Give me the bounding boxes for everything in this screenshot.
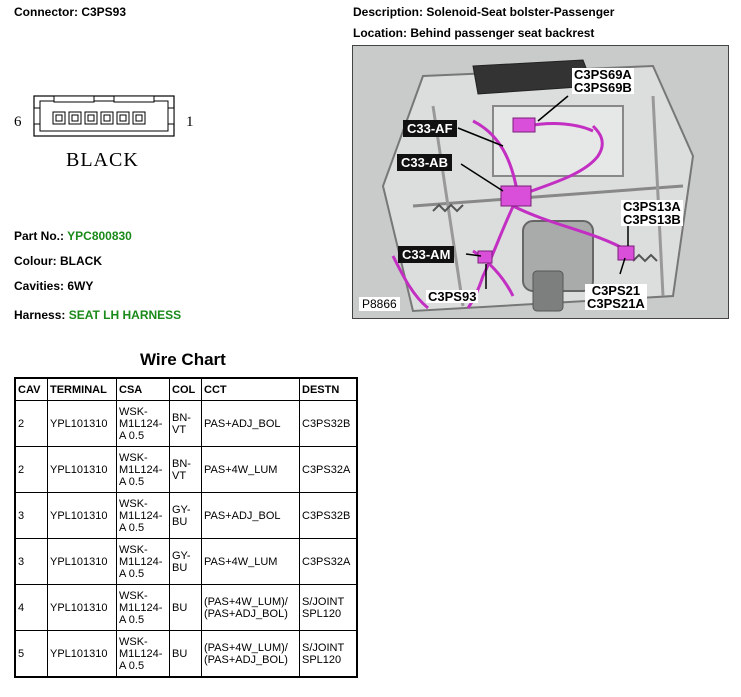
cell-destn: C3PS32B	[299, 492, 358, 539]
harness-label: Harness:	[14, 308, 66, 322]
part-number: Part No.: YPC800830	[14, 229, 132, 243]
cell-terminal: YPL101310	[47, 630, 117, 678]
description: Description: Solenoid-Seat bolster-Passe…	[353, 5, 615, 19]
cell-destn: C3PS32A	[299, 538, 358, 585]
cell-terminal: YPL101310	[47, 446, 117, 493]
cell-col: GY-BU	[169, 538, 202, 585]
cell-destn: C3PS32A	[299, 446, 358, 493]
callout-c3ps93: C3PS93	[426, 289, 479, 304]
photo-reference: P8866	[359, 297, 400, 311]
cell-cav: 3	[14, 538, 48, 585]
connector-diagram: 6 1 BLACK	[14, 92, 204, 182]
cell-terminal: YPL101310	[47, 492, 117, 539]
cell-col: BN-VT	[169, 446, 202, 493]
cell-cct: (PAS+4W_LUM)/(PAS+ADJ_BOL)	[201, 584, 300, 631]
cell-csa: WSK-M1L124-A 0.5	[116, 492, 170, 539]
cell-cct: (PAS+4W_LUM)/(PAS+ADJ_BOL)	[201, 630, 300, 678]
cell-cav: 2	[14, 400, 48, 447]
cell-destn: C3PS32B	[299, 400, 358, 447]
connector-title: Connector: C3PS93	[14, 5, 127, 19]
cell-cct: PAS+4W_LUM	[201, 446, 300, 493]
callout-c33-ab: C33-AB	[397, 154, 452, 171]
connector-colour-label: BLACK	[66, 149, 139, 171]
header-cct: CCT	[201, 377, 300, 401]
callout-c33-am: C33-AM	[398, 246, 455, 263]
header-terminal: TERMINAL	[47, 377, 117, 401]
pin-1-label: 1	[186, 114, 194, 130]
cell-csa: WSK-M1L124-A 0.5	[116, 630, 170, 678]
cell-cct: PAS+4W_LUM	[201, 538, 300, 585]
cavities: Cavities: 6WY	[14, 279, 94, 293]
callout-c33-af: C33-AF	[403, 120, 457, 137]
cell-cav: 4	[14, 584, 48, 631]
table-header-row: CAV TERMINAL CSA COL CCT DESTN	[14, 377, 358, 401]
cell-col: GY-BU	[169, 492, 202, 539]
cell-terminal: YPL101310	[47, 584, 117, 631]
cell-cav: 2	[14, 446, 48, 493]
wire-chart-title: Wire Chart	[140, 350, 226, 369]
cell-cct: PAS+ADJ_BOL	[201, 492, 300, 539]
cell-csa: WSK-M1L124-A 0.5	[116, 538, 170, 585]
cell-col: BN-VT	[169, 400, 202, 447]
connector-face-icon	[33, 95, 175, 137]
cell-cct: PAS+ADJ_BOL	[201, 400, 300, 447]
cell-col: BU	[169, 630, 202, 678]
header-destn: DESTN	[299, 377, 358, 401]
cell-csa: WSK-M1L124-A 0.5	[116, 584, 170, 631]
pin-6-label: 6	[14, 114, 22, 130]
cell-terminal: YPL101310	[47, 538, 117, 585]
part-number-label: Part No.:	[14, 229, 65, 243]
header-csa: CSA	[116, 377, 170, 401]
cell-csa: WSK-M1L124-A 0.5	[116, 446, 170, 493]
cell-terminal: YPL101310	[47, 400, 117, 447]
seat-frame-illustration	[381, 59, 695, 313]
part-number-value: YPC800830	[67, 229, 132, 243]
colour: Colour: BLACK	[14, 254, 102, 268]
cell-cav: 3	[14, 492, 48, 539]
header-col: COL	[169, 377, 202, 401]
location: Location: Behind passenger seat backrest	[353, 26, 595, 40]
cell-cav: 5	[14, 630, 48, 678]
harness-value: SEAT LH HARNESS	[68, 308, 182, 322]
cell-csa: WSK-M1L124-A 0.5	[116, 400, 170, 447]
harness: Harness: SEAT LH HARNESS	[14, 308, 181, 322]
cell-col: BU	[169, 584, 202, 631]
header-cav: CAV	[14, 377, 48, 401]
